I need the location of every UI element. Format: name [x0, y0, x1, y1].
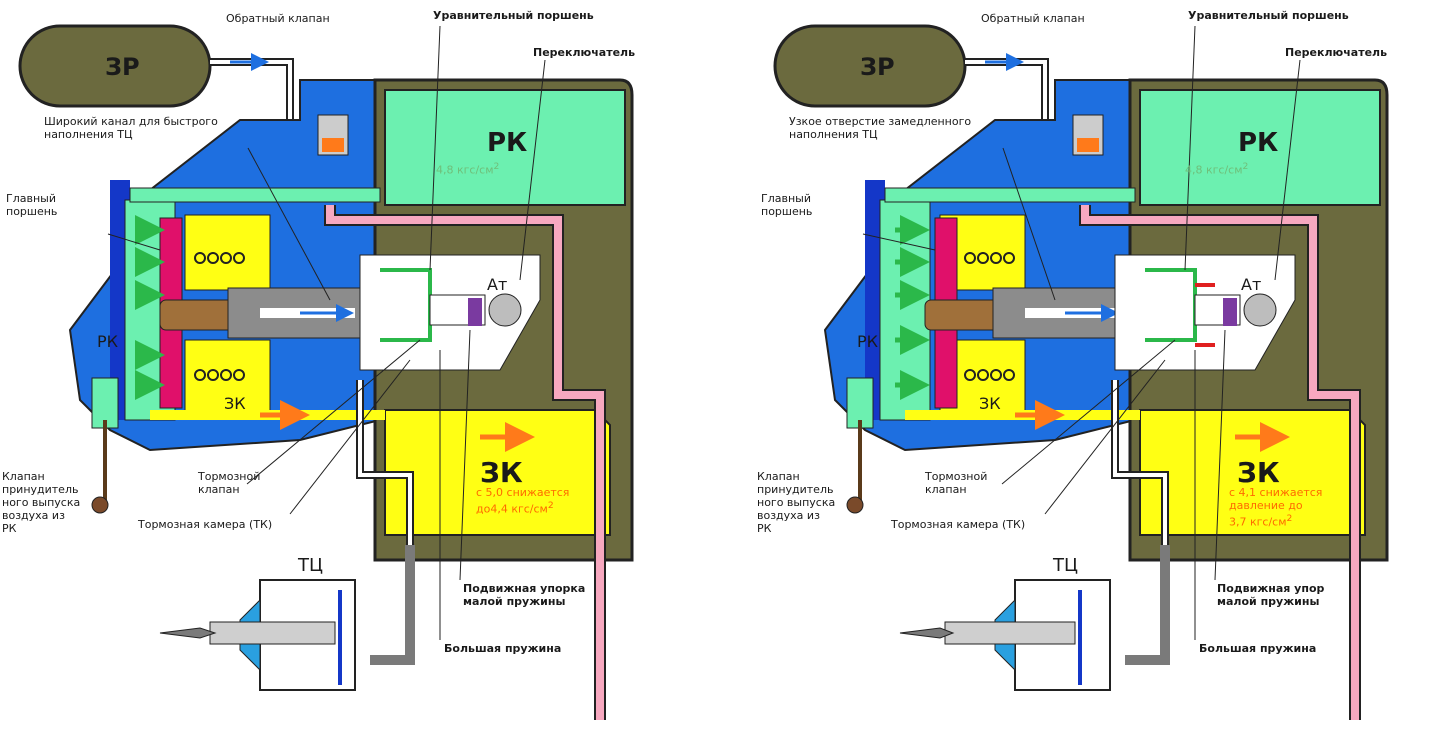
switch-label: Переключатель: [1285, 46, 1388, 59]
chamber-rk: [384, 89, 626, 206]
rk-small-label: РК: [97, 332, 119, 351]
valve-schematic-right: [773, 24, 1389, 720]
diagram-panel-right: ЗР Обратный клапан Уравнительный поршень…: [755, 0, 1429, 747]
supply-pipe: [210, 58, 294, 120]
valve-schematic-left: [18, 24, 634, 720]
brake-chamber-label: Тормозная камера (ТК): [891, 518, 1026, 531]
release-valve: [91, 377, 119, 429]
rk-big-label: РК: [1238, 128, 1279, 158]
zk-small-label: ЗК: [224, 394, 246, 413]
stop-label: Подвижная упорка малой пружины: [463, 582, 586, 608]
diagram-panel-left: ЗР Обратный клапан Уравнительный поршень…: [2, 9, 636, 720]
rk-small-label: РК: [857, 332, 879, 351]
brake-valve-label: Тормозной клапан: [198, 470, 261, 496]
rk-pressure: 4,8 кгс/см2: [1185, 160, 1248, 177]
zk-pressure: с 4,1 снижается давление до 3,7 кгс/см2: [1229, 486, 1322, 529]
rk-pressure: 4,8 кгс/см2: [436, 160, 499, 177]
zk-big-label: ЗК: [1237, 456, 1280, 489]
chamber-zk: [384, 409, 611, 536]
release-valve-label: Клапан принудитель ного выпуска воздуха …: [757, 470, 836, 535]
rk-big-label: РК: [487, 128, 528, 158]
check-valve-label: Обратный клапан: [226, 12, 330, 25]
rk-pressure-value: 4,8 кгс/см: [1185, 163, 1243, 177]
zr-label: ЗР: [105, 53, 140, 81]
zk-pressure-value: с 5,0 снижается до4,4 кгс/см: [476, 486, 570, 516]
brake-valve-label: Тормозной клапан: [925, 470, 988, 496]
tc-label: ТЦ: [298, 555, 323, 576]
channel-label: Широкий канал для быстрого наполнения ТЦ: [44, 115, 218, 141]
at-label: Ат: [1241, 275, 1262, 294]
rk-pressure-value: 4,8 кгс/см: [436, 163, 494, 177]
big-spring-label: Большая пружина: [444, 642, 562, 655]
zk-pressure: с 5,0 снижается до4,4 кгс/см2: [476, 486, 569, 516]
equalizing-piston-label: Уравнительный поршень: [1188, 9, 1349, 22]
equalizing-piston-label: Уравнительный поршень: [433, 9, 594, 22]
zk-big-label: ЗК: [480, 456, 523, 489]
stop-label: Подвижная упор малой пружины: [1217, 582, 1325, 608]
check-valve-label: Обратный клапан: [981, 12, 1085, 25]
zk-pressure-value: с 4,1 снижается давление до 3,7 кгс/см: [1229, 486, 1323, 529]
tc-label: ТЦ: [1053, 555, 1078, 576]
switch-label: Переключатель: [533, 46, 636, 59]
main-piston-label: Главный поршень: [761, 192, 813, 218]
brake-cylinder-tc: [159, 579, 356, 691]
zk-pressure-exp: 2: [1286, 513, 1293, 524]
at-label: Ат: [487, 275, 508, 294]
brake-chamber-label: Тормозная камера (ТК): [138, 518, 273, 531]
big-spring-label: Большая пружина: [1199, 642, 1317, 655]
rk-pressure-exp: 2: [1242, 161, 1249, 172]
zr-label: ЗР: [860, 53, 895, 81]
zk-pressure-exp: 2: [547, 500, 554, 511]
main-piston-label: Главный поршень: [6, 192, 58, 218]
release-valve-label: Клапан принудитель ного выпуска воздуха …: [2, 470, 81, 535]
channel-label: Узкое отверстие замедленного наполнения …: [789, 115, 972, 141]
rk-pressure-exp: 2: [493, 161, 500, 172]
zk-small-label: ЗК: [979, 394, 1001, 413]
